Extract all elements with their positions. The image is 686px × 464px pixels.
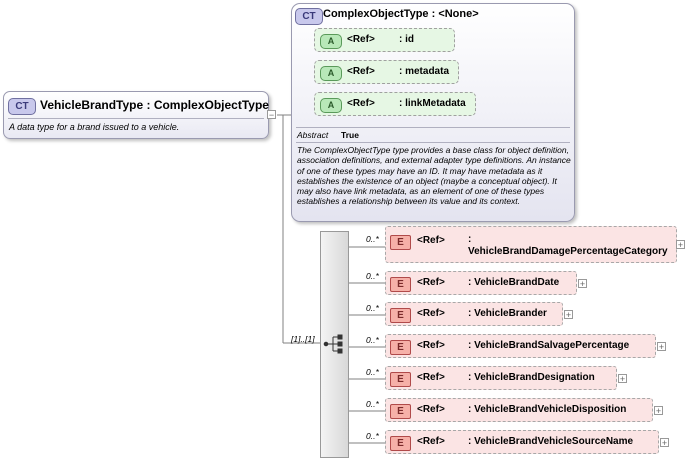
element-name: : VehicleBrandVehicleSourceName	[468, 436, 634, 447]
element-name: : VehicleBrandSalvagePercentage	[468, 340, 630, 351]
element-ref: <Ref>	[417, 340, 445, 351]
sequence-compositor[interactable]	[320, 231, 349, 458]
attribute-tag: A	[320, 66, 342, 81]
element-vehicle-brand-damage-percentage-category[interactable]: E <Ref> : VehicleBrandDamagePercentageCa…	[385, 226, 677, 263]
complex-type-tag: CT	[295, 8, 323, 25]
plus-icon[interactable]: +	[618, 374, 627, 384]
element-name: : VehicleBrandVehicleDisposition	[468, 404, 627, 415]
element-vehicle-brand-salvage-percentage[interactable]: E <Ref> : VehicleBrandSalvagePercentage	[385, 334, 656, 358]
type-title: VehicleBrandType : ComplexObjectType	[40, 98, 269, 112]
element-cardinality: 0..*	[366, 271, 379, 281]
plus-icon[interactable]: +	[654, 406, 663, 416]
element-cardinality: 0..*	[366, 399, 379, 409]
divider	[8, 118, 264, 119]
plus-icon[interactable]: +	[676, 240, 685, 250]
element-tag: E	[390, 404, 411, 419]
element-vehicle-brander[interactable]: E <Ref> : VehicleBrander	[385, 302, 563, 326]
base-type-documentation: The ComplexObjectType type provides a ba…	[297, 145, 571, 207]
element-vehicle-brand-date[interactable]: E <Ref> : VehicleBrandDate	[385, 271, 577, 295]
plus-icon[interactable]: +	[564, 310, 573, 320]
complex-object-type-box[interactable]: CT ComplexObjectType : <None> A <Ref> : …	[291, 3, 575, 222]
element-name: : VehicleBrandDamagePercentageCategory	[468, 234, 668, 257]
element-ref: <Ref>	[417, 308, 445, 319]
attribute-ref: <Ref>	[347, 98, 375, 109]
type-documentation: A data type for a brand issued to a vehi…	[9, 122, 180, 132]
attribute-tag: A	[320, 98, 342, 113]
element-tag: E	[390, 340, 411, 355]
element-name: : VehicleBrandDate	[468, 277, 560, 288]
base-type-title: ComplexObjectType : <None>	[323, 8, 479, 20]
minus-icon[interactable]: −	[267, 110, 276, 120]
abstract-label: Abstract	[297, 130, 329, 140]
element-tag: E	[390, 235, 411, 250]
abstract-value: True	[341, 130, 359, 140]
attribute-name: : metadata	[399, 66, 450, 77]
attribute-metadata[interactable]: A <Ref> : metadata	[314, 60, 459, 84]
complex-type-tag: CT	[8, 98, 36, 115]
element-name: : VehicleBrander	[468, 308, 547, 319]
element-ref: <Ref>	[417, 436, 445, 447]
attribute-name: : id	[399, 34, 414, 45]
attribute-name: : linkMetadata	[399, 98, 466, 109]
element-cardinality: 0..*	[366, 303, 379, 313]
sequence-cardinality: [1]..[1]	[291, 334, 315, 344]
element-cardinality: 0..*	[366, 335, 379, 345]
plus-icon[interactable]: +	[660, 438, 669, 448]
attribute-ref: <Ref>	[347, 66, 375, 77]
sequence-icon	[323, 334, 343, 354]
element-cardinality: 0..*	[366, 431, 379, 441]
element-vehicle-brand-vehicle-source-name[interactable]: E <Ref> : VehicleBrandVehicleSourceName	[385, 430, 659, 454]
plus-icon[interactable]: +	[578, 279, 587, 289]
element-vehicle-brand-vehicle-disposition[interactable]: E <Ref> : VehicleBrandVehicleDisposition	[385, 398, 653, 422]
element-tag: E	[390, 372, 411, 387]
element-ref: <Ref>	[417, 277, 445, 288]
vehicle-brand-type-box[interactable]: CT VehicleBrandType : ComplexObjectType …	[3, 91, 269, 139]
attribute-id[interactable]: A <Ref> : id	[314, 28, 455, 52]
element-tag: E	[390, 436, 411, 451]
plus-icon[interactable]: +	[657, 342, 666, 352]
element-name: : VehicleBrandDesignation	[468, 372, 595, 383]
attribute-tag: A	[320, 34, 342, 49]
element-ref: <Ref>	[417, 404, 445, 415]
element-cardinality: 0..*	[366, 367, 379, 377]
attribute-ref: <Ref>	[347, 34, 375, 45]
element-cardinality: 0..*	[366, 234, 379, 244]
element-ref: <Ref>	[417, 235, 445, 246]
element-vehicle-brand-designation[interactable]: E <Ref> : VehicleBrandDesignation	[385, 366, 617, 390]
divider	[296, 127, 570, 128]
attribute-link-metadata[interactable]: A <Ref> : linkMetadata	[314, 92, 476, 116]
element-ref: <Ref>	[417, 372, 445, 383]
divider	[296, 142, 570, 143]
element-tag: E	[390, 308, 411, 323]
element-tag: E	[390, 277, 411, 292]
